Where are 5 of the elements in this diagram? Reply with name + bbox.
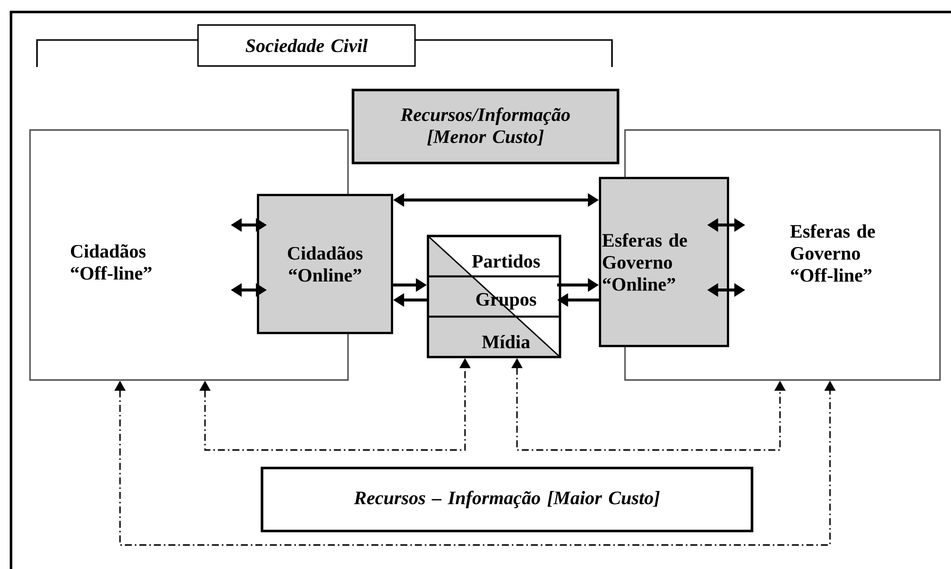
title-box: Recursos/Informação [Menor Custo] <box>352 88 620 164</box>
actor-box: Cidadãos “Online” <box>256 194 394 334</box>
title-box: Recursos – Informação [Maior Custo] <box>260 466 754 532</box>
actor-box: Esferas de Governo “Online” <box>598 176 730 348</box>
title-box: Sociedade Civil <box>197 24 416 67</box>
